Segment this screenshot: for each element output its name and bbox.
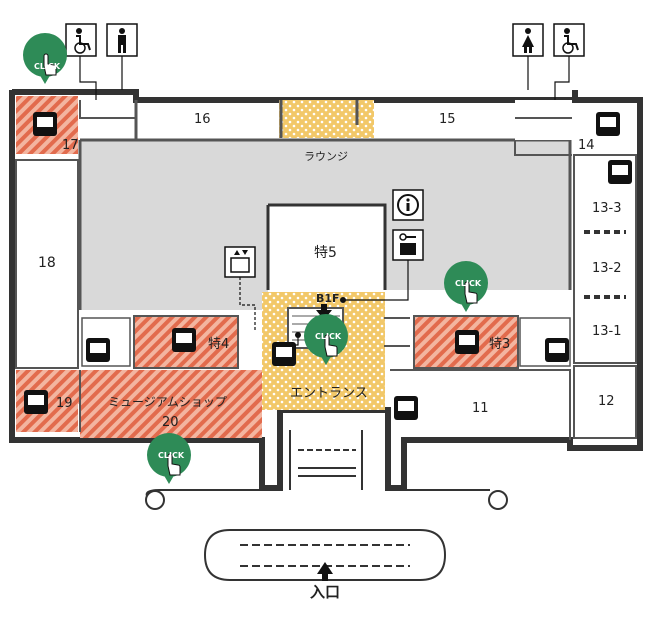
room-13-2-label: 13-2 bbox=[592, 261, 622, 276]
museum-shop-label: ミュージアムショップ bbox=[108, 395, 227, 409]
room-14-label: 14 bbox=[578, 138, 595, 153]
click-label[interactable]: CLICK bbox=[158, 451, 185, 460]
room-19-label: 19 bbox=[56, 396, 73, 411]
click-label[interactable]: CLICK bbox=[315, 332, 342, 341]
toku4-label: 特4 bbox=[208, 337, 230, 352]
b1f-label: B1F bbox=[316, 292, 340, 305]
room-17-label: 17 bbox=[62, 138, 79, 153]
room-13-3-label: 13-3 bbox=[592, 201, 622, 216]
room-18-label: 18 bbox=[38, 255, 56, 271]
toku5-label: 特5 bbox=[314, 245, 337, 261]
room-15-label: 15 bbox=[439, 112, 456, 127]
room-13-1-label: 13-1 bbox=[592, 324, 622, 339]
toku3-label: 特3 bbox=[489, 337, 511, 352]
room-20-label: 20 bbox=[162, 415, 179, 430]
click-button-shop[interactable] bbox=[146, 432, 192, 484]
click-label[interactable]: CLICK bbox=[455, 279, 482, 288]
pointer-hand-icon bbox=[43, 53, 57, 76]
main-entrance-label: 入口 bbox=[310, 583, 341, 601]
lounge-area bbox=[279, 100, 374, 138]
room-16-label: 16 bbox=[194, 112, 211, 127]
click-button-17[interactable] bbox=[22, 32, 68, 84]
click-button-entrance[interactable] bbox=[303, 313, 349, 365]
up-arrow-icon bbox=[317, 562, 333, 581]
central-hall bbox=[80, 140, 570, 310]
outer-wall bbox=[9, 90, 643, 491]
click-button-toku3[interactable] bbox=[443, 260, 489, 312]
locker-icon bbox=[392, 229, 424, 261]
room-12-label: 12 bbox=[598, 394, 615, 409]
elevator-icon bbox=[224, 246, 256, 278]
lounge-label: ラウンジ bbox=[304, 150, 348, 163]
information-icon bbox=[392, 189, 424, 221]
room-11-label: 11 bbox=[472, 401, 489, 416]
entrance-label: エントランス bbox=[290, 386, 368, 401]
click-label[interactable]: CLICK bbox=[34, 62, 61, 71]
